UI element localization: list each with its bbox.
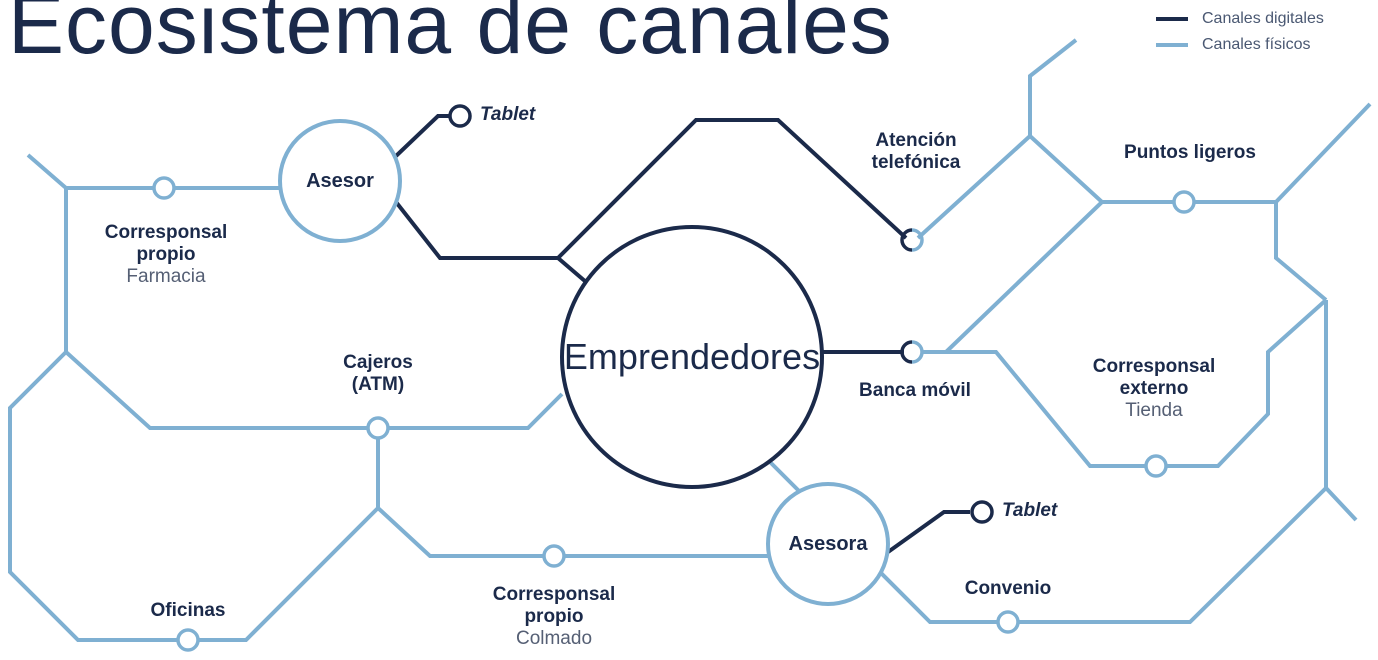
station-tienda <box>1144 454 1168 478</box>
tablet-bottom-text: Tablet <box>1002 500 1058 521</box>
oficinas-label: Oficinas <box>128 600 248 622</box>
legend-label-digital: Canales digitales <box>1202 10 1324 27</box>
physical-line-left-loop <box>8 350 380 642</box>
puntos-ligeros-text: Puntos ligeros <box>1124 142 1256 163</box>
corresponsal-farmacia-sub: Farmacia <box>126 266 206 287</box>
physical-line-banca-branch <box>944 200 1104 354</box>
digital-line-asesor-hub <box>394 200 588 284</box>
legend-swatch-physical <box>1156 43 1188 47</box>
legend-label-physical: Canales físicos <box>1202 36 1311 53</box>
banca-movil-label: Banca móvil <box>840 380 990 402</box>
asesor-circle <box>278 119 402 243</box>
corresponsal-farmacia-line2: propio <box>136 244 196 265</box>
station-banca-physical-half <box>911 340 924 364</box>
corresponsal-externo-line1: Corresponsal <box>1092 356 1216 377</box>
corresponsal-externo-line2: externo <box>1119 378 1189 399</box>
physical-line-hub-asesora <box>768 460 802 494</box>
station-farmacia <box>152 176 176 200</box>
cajeros-line1: Cajeros <box>343 352 413 373</box>
cajeros-line2: (ATM) <box>351 374 405 395</box>
station-oficinas <box>176 628 200 652</box>
digital-line-tablet-top <box>394 114 452 158</box>
physical-line-right-spine <box>1274 202 1328 302</box>
digital-line-atencion <box>556 118 908 260</box>
station-banca-digital-half <box>900 340 913 364</box>
convenio-label: Convenio <box>940 578 1076 600</box>
physical-line-cajeros <box>64 350 564 430</box>
puntos-ligeros-label: Puntos ligeros <box>1092 142 1288 164</box>
convenio-text: Convenio <box>964 578 1052 599</box>
station-convenio <box>996 610 1020 634</box>
station-tablet-top <box>448 104 472 128</box>
corresponsal-externo-sub: Tienda <box>1125 400 1183 421</box>
station-colmado <box>542 544 566 568</box>
station-atencion-physical-half <box>911 228 924 252</box>
oficinas-text: Oficinas <box>150 600 226 621</box>
legend-item-physical: Canales físicos <box>1156 34 1324 56</box>
asesora-circle <box>766 482 890 606</box>
physical-line-convenio <box>868 300 1328 624</box>
page-title: Ecosistema de canales <box>8 0 893 71</box>
physical-line-colmado <box>376 506 768 558</box>
physical-lines <box>8 38 1372 642</box>
hub-circle <box>560 225 824 489</box>
atencion-telefonica-label: Atención telefónica <box>836 130 996 174</box>
station-markers <box>152 104 1196 652</box>
asesor-label: Asesor <box>306 170 374 192</box>
legend-item-digital: Canales digitales <box>1156 8 1324 30</box>
asesora-label: Asesora <box>788 533 868 555</box>
corresponsal-externo-label: Corresponsal externo Tienda <box>1064 356 1244 422</box>
cajeros-label: Cajeros (ATM) <box>318 352 438 396</box>
tablet-top-text: Tablet <box>480 104 536 125</box>
digital-lines <box>394 114 970 554</box>
corresponsal-colmado-line2: propio <box>524 606 584 627</box>
corresponsal-colmado-line1: Corresponsal <box>492 584 616 605</box>
hub-label: Emprendedores <box>563 336 821 377</box>
tablet-top-label: Tablet <box>480 104 535 126</box>
corresponsal-colmado-sub: Colmado <box>515 628 593 649</box>
station-atencion-digital-half <box>900 228 913 252</box>
atencion-line1: Atención <box>875 130 957 151</box>
corresponsal-farmacia-label: Corresponsal propio Farmacia <box>76 222 256 288</box>
physical-line-tienda <box>922 298 1328 468</box>
legend: Canales digitales Canales físicos <box>1156 8 1324 60</box>
station-cajeros <box>366 416 390 440</box>
station-puntos <box>1172 190 1196 214</box>
physical-line-exit-bottom-right <box>1324 486 1358 522</box>
physical-line-atencion-branch <box>916 38 1078 240</box>
corresponsal-farmacia-line1: Corresponsal <box>104 222 228 243</box>
atencion-line2: telefónica <box>871 152 961 173</box>
legend-swatch-digital <box>1156 17 1188 21</box>
digital-line-tablet-bottom <box>886 510 970 554</box>
station-tablet-bottom <box>970 500 994 524</box>
tablet-bottom-label: Tablet <box>1002 500 1057 522</box>
corresponsal-colmado-label: Corresponsal propio Colmado <box>464 584 644 650</box>
banca-movil-text: Banca móvil <box>859 380 971 401</box>
